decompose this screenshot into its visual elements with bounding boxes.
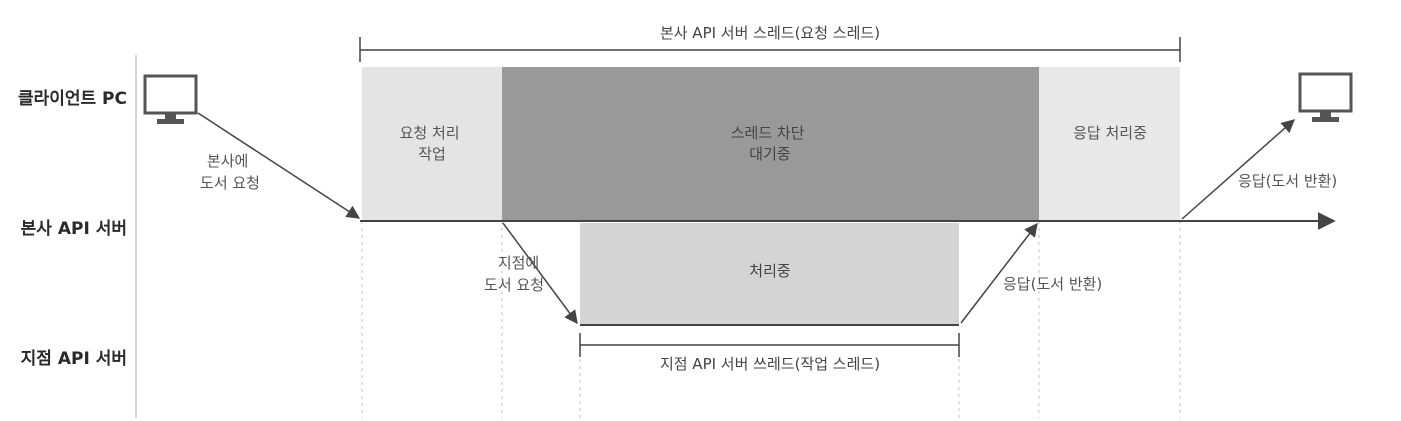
response-processing-label: 응답 처리중 — [1073, 124, 1147, 142]
monitor-icon — [143, 74, 198, 124]
main-thread-bracket — [359, 37, 1181, 62]
final-response-arrow — [1181, 119, 1296, 220]
thread-blocked-block — [502, 67, 1039, 221]
branch-thread-bracket — [579, 333, 960, 357]
branch-request-label: 지점에 도서 요청 — [484, 254, 544, 294]
request-processing-label: 요청 처리 작업 — [400, 124, 465, 163]
branch-response-label: 응답(도서 반환) — [1003, 275, 1102, 293]
main-thread-label: 본사 API 서버 스레드(요청 스레드) — [660, 24, 880, 42]
branch-response-arrow — [960, 222, 1038, 324]
lane-label-branch-server: 지점 API 서버 — [21, 349, 127, 369]
lane-label-main-server: 본사 API 서버 — [21, 219, 127, 239]
lane-label-client: 클라이언트 PC — [18, 89, 127, 109]
client-request-arrow — [197, 112, 361, 219]
final-response-label: 응답(도서 반환) — [1238, 172, 1337, 190]
monitor-icon — [1298, 72, 1353, 122]
client-request-label: 본사에 도서 요청 — [200, 152, 260, 192]
response-processing-block — [1039, 67, 1180, 221]
request-processing-block — [362, 67, 502, 221]
branch-request-arrow — [502, 222, 578, 325]
branch-thread-label: 지점 API 서버 쓰레드(작업 스레드) — [660, 355, 880, 373]
guide-lines — [361, 221, 1181, 418]
branch-processing-block — [580, 223, 959, 326]
branch-processing-label: 처리중 — [749, 262, 790, 280]
thread-blocked-label: 스레드 차단 대기중 — [731, 124, 810, 163]
